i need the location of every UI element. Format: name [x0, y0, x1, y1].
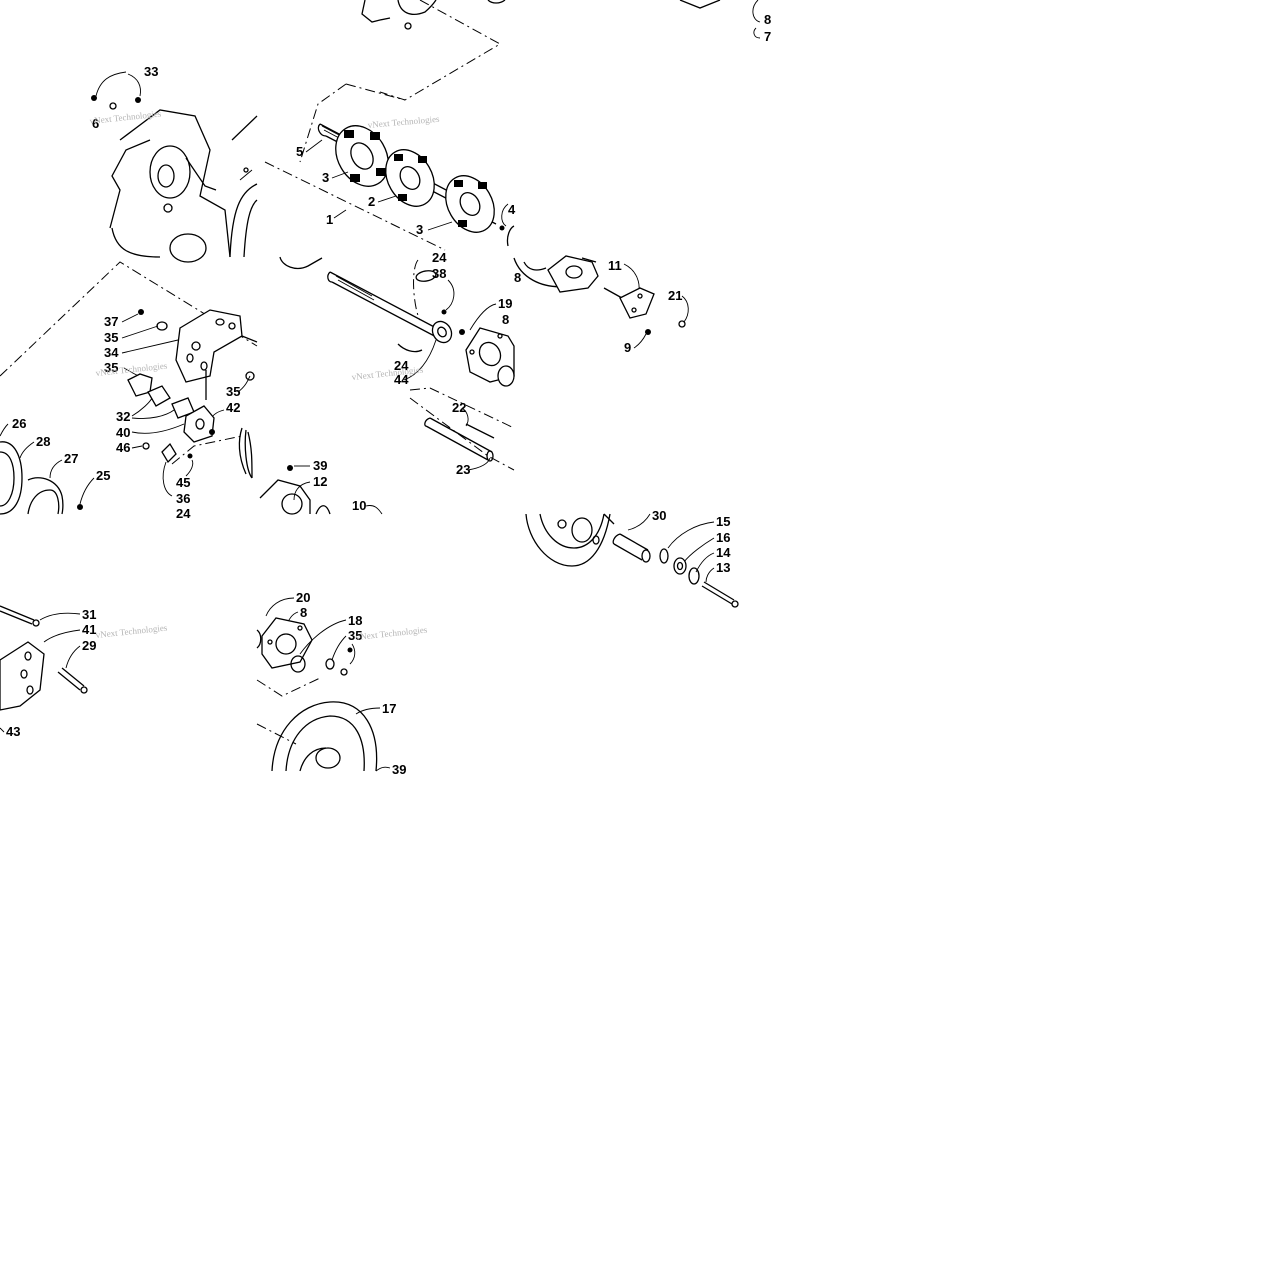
- callout-20: 20: [296, 590, 310, 605]
- callout-43: 43: [6, 724, 20, 739]
- tile-brake-flange: 8 11 21 9: [513, 255, 689, 355]
- callout-3-left: 3: [322, 170, 329, 185]
- callout-8-lower: 8: [300, 605, 307, 620]
- callout-3-right: 3: [416, 222, 423, 237]
- watermark: vNext Technologies: [89, 108, 162, 126]
- callout-6: 6: [92, 116, 99, 131]
- callout-42: 42: [226, 400, 240, 415]
- callout-39-bottom: 39: [392, 762, 406, 777]
- callout-5: 5: [296, 144, 303, 159]
- callout-33: 33: [144, 64, 158, 79]
- watermark: vNext Technologies: [95, 622, 168, 640]
- tile-top-fragment: [361, 0, 721, 101]
- tile-shaft-bearing: 24 38 19 8 24 44 22 23 vNext Technologie…: [244, 250, 515, 515]
- tile-drive-shaft-assembly: 5 3 2 1 3 4 vNext Technologies: [264, 83, 516, 251]
- callout-24-lower: 24: [394, 358, 409, 373]
- callout-39-top: 39: [313, 458, 327, 473]
- tile-brake-disc-bolts: 30 15 16 14 13: [525, 508, 739, 608]
- callout-13: 13: [716, 560, 730, 575]
- callout-10: 10: [352, 498, 366, 513]
- callout-35-a: 35: [104, 330, 118, 345]
- callout-1: 1: [326, 212, 333, 227]
- callout-30: 30: [652, 508, 666, 523]
- callout-46: 46: [116, 440, 130, 455]
- callout-14: 14: [716, 545, 731, 560]
- callout-29: 29: [82, 638, 96, 653]
- tile-chaincase-housing: 33 6 vNext Technologies: [89, 64, 258, 263]
- sprocket-middle: [385, 149, 435, 207]
- watermark: vNext Technologies: [351, 364, 424, 382]
- callout-44: 44: [394, 372, 409, 387]
- callout-17: 17: [382, 701, 396, 716]
- callout-7: 7: [764, 29, 771, 44]
- callout-9: 9: [624, 340, 631, 355]
- callout-18: 18: [348, 613, 362, 628]
- callout-34: 34: [104, 345, 119, 360]
- callout-24-bottom: 24: [176, 506, 191, 521]
- callout-24-top: 24: [432, 250, 447, 265]
- sprocket-right: [445, 175, 495, 233]
- callout-41: 41: [82, 622, 96, 637]
- watermark: vNext Technologies: [355, 624, 428, 642]
- tile-caliper-bolts: 31 41 29 43 vNext Technologies: [0, 605, 168, 739]
- callout-35-c: 35: [226, 384, 240, 399]
- callout-11: 11: [608, 258, 622, 273]
- callout-27: 27: [64, 451, 78, 466]
- callout-15: 15: [716, 514, 730, 529]
- callout-35-d: 35: [348, 628, 362, 643]
- callout-4: 4: [508, 202, 516, 217]
- callout-32: 32: [116, 409, 130, 424]
- tile-flange-disc: 20 8 18 35 17 39 vNext Technologies: [256, 590, 428, 777]
- callout-40: 40: [116, 425, 130, 440]
- callout-12: 12: [313, 474, 327, 489]
- callout-31: 31: [82, 607, 96, 622]
- tile-brake-bracket: 37 35 34 35 35 32 42 40 46: [0, 261, 258, 521]
- callout-22: 22: [452, 400, 466, 415]
- callout-2: 2: [368, 194, 375, 209]
- callout-23: 23: [456, 462, 470, 477]
- callout-36: 36: [176, 491, 190, 506]
- watermark: vNext Technologies: [367, 114, 440, 130]
- callout-26: 26: [12, 416, 26, 431]
- callout-8-top: 8: [764, 12, 771, 27]
- callout-35-b: 35: [104, 360, 118, 375]
- callout-8-edge: 8: [514, 270, 521, 285]
- callout-16: 16: [716, 530, 730, 545]
- callout-group-top-right: 8 7: [752, 0, 771, 44]
- callout-38: 38: [432, 266, 446, 281]
- callout-28: 28: [36, 434, 50, 449]
- callout-21: 21: [668, 288, 682, 303]
- callout-37: 37: [104, 314, 118, 329]
- callout-19: 19: [498, 296, 512, 311]
- sprocket-left: [335, 125, 389, 187]
- callout-45: 45: [176, 475, 190, 490]
- callout-25: 25: [96, 468, 110, 483]
- callout-8-middle: 8: [502, 312, 509, 327]
